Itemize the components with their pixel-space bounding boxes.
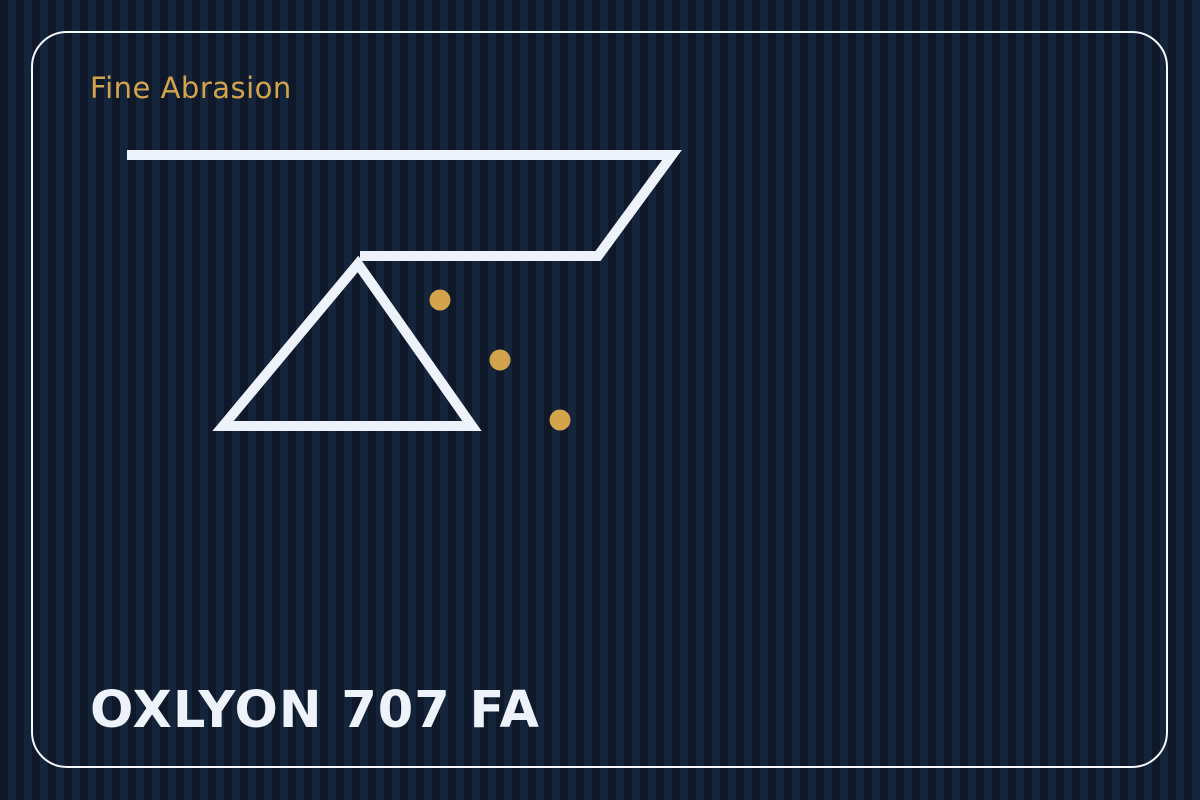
product-subtitle: Fine Abrasion <box>90 71 292 105</box>
product-card <box>31 31 1168 768</box>
logo-outline <box>127 150 682 431</box>
grain-dot-2 <box>489 349 511 371</box>
product-title: OXLYON 707 FA <box>90 681 540 740</box>
grain-dot-1 <box>429 289 451 311</box>
grain-dot-3 <box>549 409 571 431</box>
